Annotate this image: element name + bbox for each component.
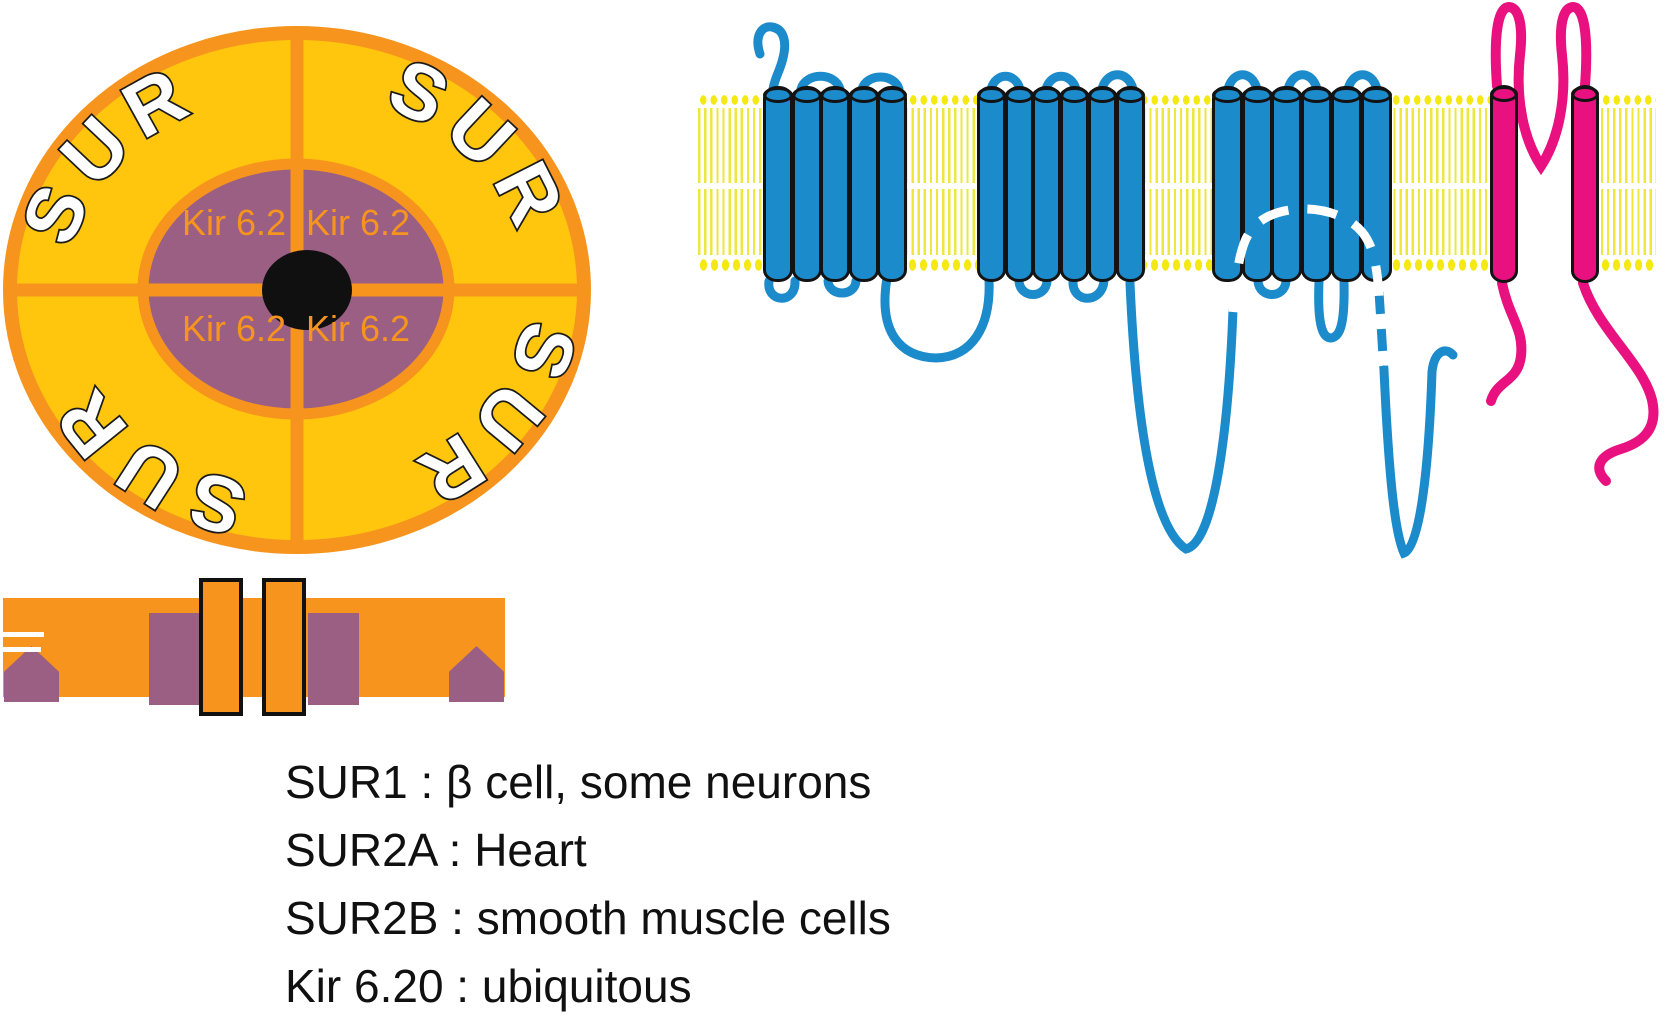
helix-cap (1360, 87, 1392, 103)
tm-helix-blue (1115, 86, 1145, 282)
tm-helix-blue (1212, 86, 1243, 282)
tm-helix-blue (848, 86, 879, 282)
side-view-membrane-band (3, 598, 505, 697)
dashed-loop-segment (1374, 291, 1389, 371)
helix-cap (1087, 87, 1117, 103)
pore-wall (199, 578, 243, 716)
tm-helix-blue (1004, 86, 1034, 282)
kir-subunit-section (308, 613, 359, 705)
tm-helix-blue (791, 86, 822, 282)
helix-cap (1241, 87, 1273, 103)
cytoplasmic-linker-loop (880, 273, 994, 363)
helix-cap (977, 87, 1006, 103)
tm-helix-blue (1060, 86, 1090, 282)
helix-cap (1004, 87, 1034, 103)
helix-cap (791, 87, 822, 103)
cytoplasmic-loop (764, 276, 800, 303)
cytoplasmic-loop (1014, 276, 1052, 299)
n-terminus-squiggle (753, 22, 790, 94)
large-cytoplasmic-loop-2 (1379, 346, 1458, 559)
helix-cap (1571, 86, 1599, 102)
tm-helix-blue (1087, 86, 1117, 282)
helix-cap (763, 87, 793, 103)
pink-protein-loops (1486, 1, 1659, 486)
legend-line: Kir 6.20 : ubiquitous (285, 960, 692, 1012)
central-pore (262, 250, 352, 330)
extracellular-loop (986, 71, 1025, 94)
kir-subunit-section (149, 613, 200, 705)
tm-helix-blue (1301, 86, 1333, 282)
tm-helix-blue (1241, 86, 1273, 282)
membrane-notch-line (0, 647, 41, 652)
helix-cap (1490, 86, 1518, 102)
extracellular-loop (1097, 70, 1138, 94)
extracellular-loop (796, 71, 845, 94)
tm-helix-blue (1360, 86, 1392, 282)
cytoplasmic-loop (1068, 276, 1109, 303)
kir-label: Kir 6.2 (306, 308, 410, 349)
extracellular-loop (1283, 70, 1322, 94)
cytoplasmic-loop (1314, 276, 1349, 343)
pore-wall (262, 578, 306, 716)
tm-helix-pink (1571, 85, 1599, 283)
extracellular-loop (1343, 70, 1382, 94)
pink-c-terminal-tail (1578, 278, 1659, 486)
pore-loop (1490, 1, 1592, 176)
helix-cap (1330, 87, 1362, 103)
helix-cap (1115, 87, 1145, 103)
helix-cap (1032, 87, 1062, 103)
kir-label: Kir 6.2 (182, 308, 286, 349)
tm-helix-blue (1271, 86, 1303, 282)
tm-helix-blue (877, 86, 908, 282)
helix-cap (877, 87, 908, 103)
legend-line: SUR2A : Heart (285, 824, 587, 876)
helix-cap (848, 87, 879, 103)
extracellular-loop (1223, 70, 1262, 94)
legend-line: SUR2B : smooth muscle cells (285, 892, 891, 944)
lipid-heads-outer (698, 90, 1656, 110)
tm-helix-blue (977, 86, 1006, 282)
helix-cap (1271, 87, 1303, 103)
pink-n-terminal-tail (1486, 278, 1527, 406)
tm-helix-blue (1330, 86, 1362, 282)
helix-cap (1212, 87, 1243, 103)
cytoplasmic-loop (1253, 276, 1291, 299)
extracellular-loop (1041, 71, 1081, 94)
legend: SUR1 : β cell, some neurons SUR2A : Hear… (285, 748, 891, 1020)
tm-helix-pink (1490, 85, 1518, 283)
tm-helix-blue (763, 86, 793, 282)
legend-line: SUR1 : β cell, some neurons (285, 756, 872, 808)
large-cytoplasmic-loop-1 (1125, 278, 1238, 554)
tm-helix-blue (820, 86, 851, 282)
tm-helix-blue (1032, 86, 1062, 282)
kir-label: Kir 6.2 (306, 202, 410, 243)
cytoplasmic-loop (823, 276, 861, 298)
membrane-notch-line (0, 632, 44, 637)
extracellular-loop (857, 72, 904, 94)
helix-cap (1060, 87, 1090, 103)
channel-top-view: Kir 6.2 Kir 6.2 Kir 6.2 Kir 6.2 SUR SUR … (2, 26, 591, 555)
kir-label: Kir 6.2 (182, 202, 286, 243)
helix-cap (820, 87, 851, 103)
helix-cap (1301, 87, 1333, 103)
